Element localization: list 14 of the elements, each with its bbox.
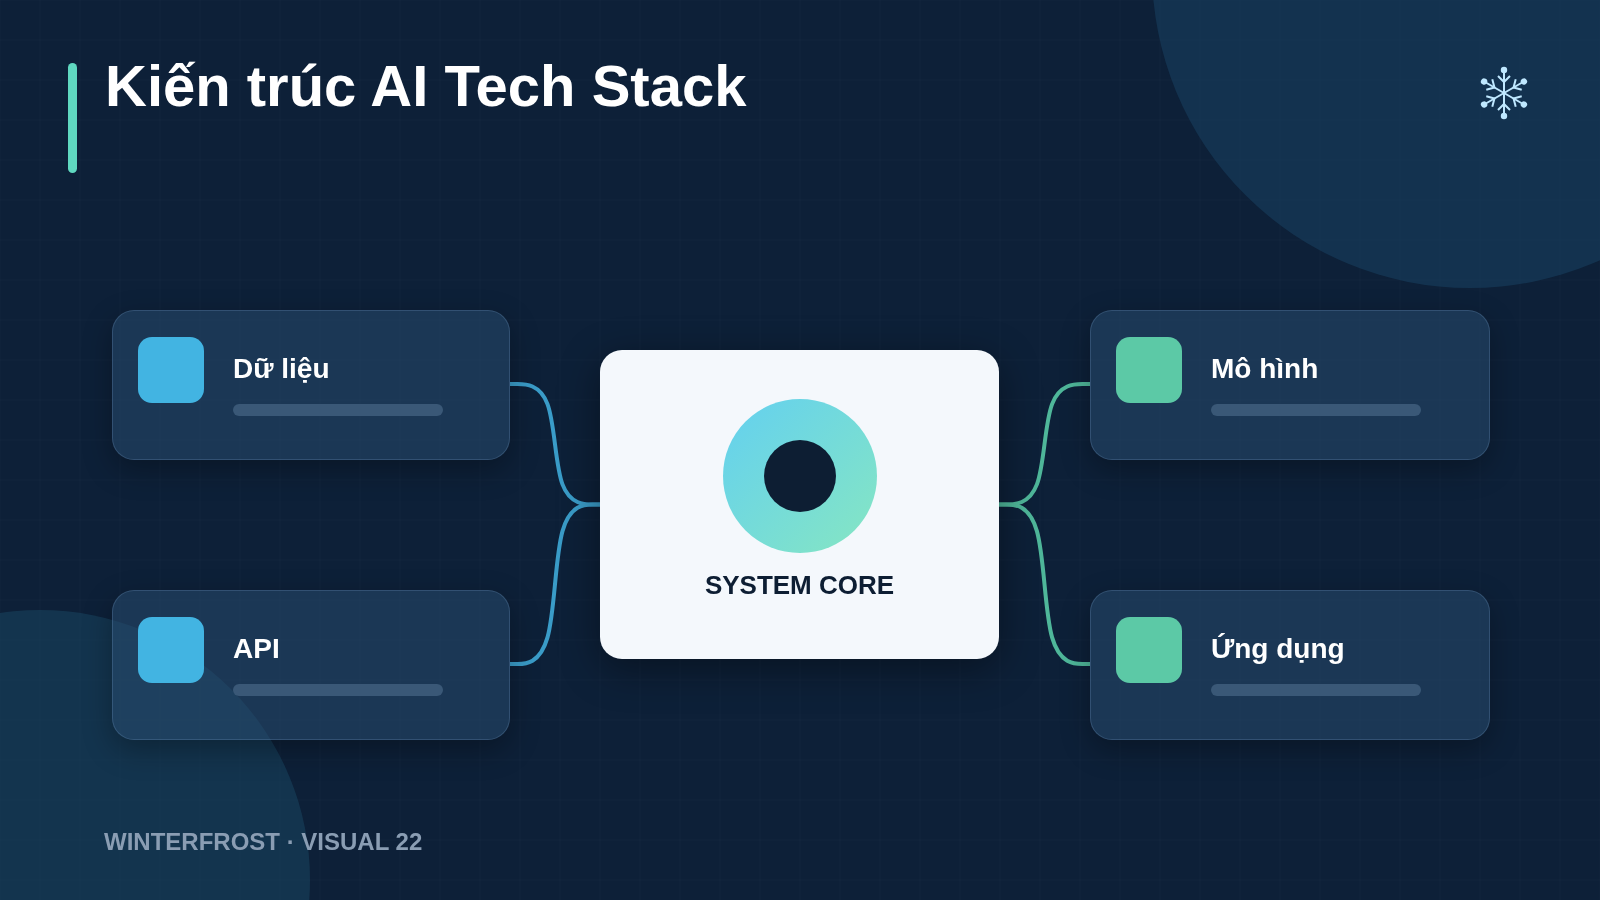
node-label: Dữ liệu bbox=[233, 353, 330, 385]
component-card bbox=[1090, 310, 1490, 460]
component-card bbox=[1090, 590, 1490, 740]
connector-line bbox=[510, 502, 600, 666]
node-label: Ứng dụng bbox=[1211, 633, 1345, 665]
core-card bbox=[600, 350, 999, 659]
title: Kiến trúc AI Tech Stack bbox=[105, 52, 747, 119]
component-card bbox=[112, 590, 510, 740]
connector-line bbox=[999, 502, 1090, 666]
footer-text: WINTERFROST · VISUAL 22 bbox=[104, 828, 423, 856]
node-label: API bbox=[233, 633, 280, 665]
component-card bbox=[112, 310, 510, 460]
node-label: SYSTEM CORE bbox=[703, 570, 896, 601]
node-label: Mô hình bbox=[1211, 353, 1319, 385]
